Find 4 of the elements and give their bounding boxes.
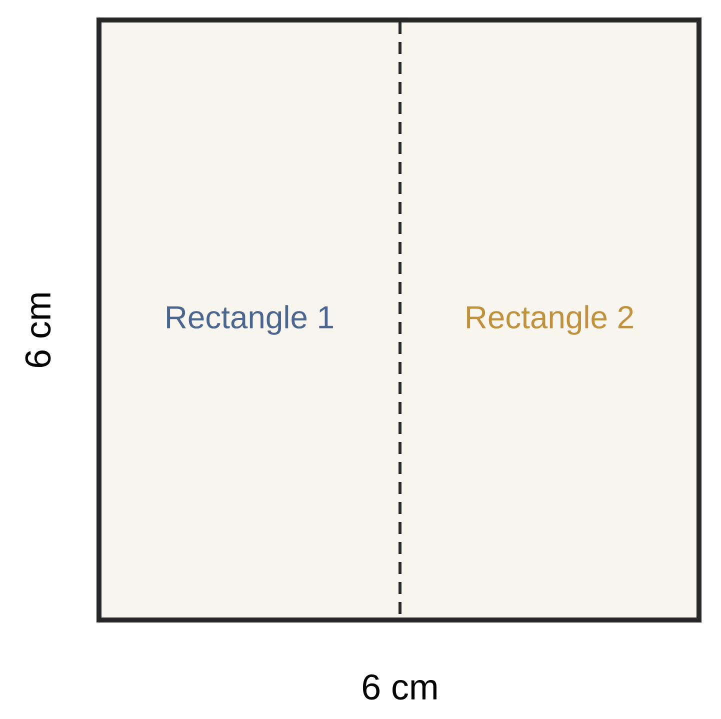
rectangle-region: Rectangle 2 <box>400 20 700 620</box>
dimension-label: 6 cm <box>362 674 436 700</box>
rectangle-region: Rectangle 1 <box>99 20 400 620</box>
dimension-label: 6 cm <box>25 294 51 368</box>
